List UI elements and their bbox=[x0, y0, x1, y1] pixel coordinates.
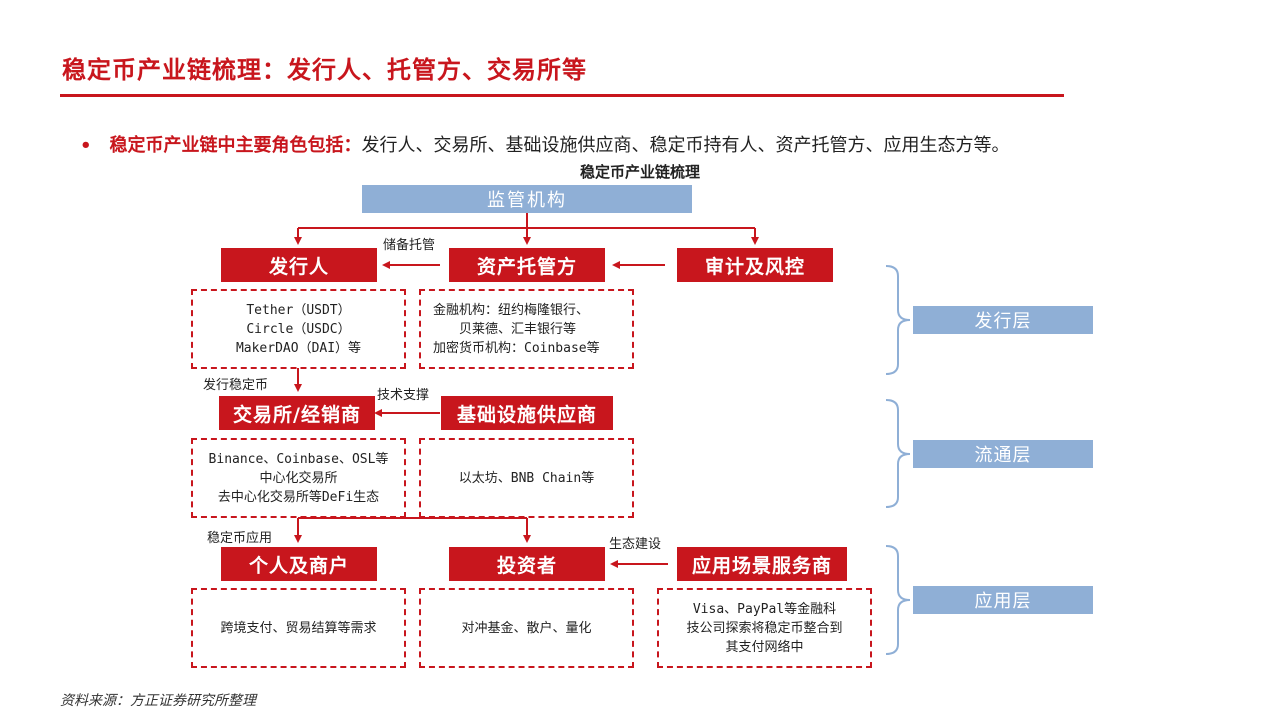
diagram-title: 稳定币产业链梳理 bbox=[579, 163, 700, 181]
detail-line: 对冲基金、散户、量化 bbox=[461, 620, 592, 636]
detail-line: 技公司探索将稳定币整合到 bbox=[686, 620, 843, 636]
detail-line: Visa、PayPal等金融科 bbox=[692, 601, 837, 617]
layer-application: 应用层 bbox=[913, 586, 1093, 614]
detail-line: MakerDAO（DAI）等 bbox=[235, 340, 362, 356]
investor-detail-box: 对冲基金、散户、量化 bbox=[419, 588, 634, 668]
page-title: 稳定币产业链梳理：发行人、托管方、交易所等 bbox=[62, 55, 587, 84]
detail-line: 加密货币机构：Coinbase等 bbox=[433, 340, 600, 356]
bracket-issuance-layer bbox=[885, 265, 911, 375]
issuer-detail-box: Tether（USDT） Circle（USDC） MakerDAO（DAI）等 bbox=[191, 289, 406, 369]
detail-line: 去中心化交易所等DeFi生态 bbox=[217, 489, 380, 505]
detail-line: 其支付网络中 bbox=[725, 639, 804, 655]
audit-node: 审计及风控 bbox=[677, 248, 833, 282]
detail-line: 中心化交易所 bbox=[259, 470, 338, 486]
app-service-detail-box: Visa、PayPal等金融科 技公司探索将稳定币整合到 其支付网络中 bbox=[657, 588, 872, 668]
label-reserve-custody: 储备托管 bbox=[383, 238, 436, 253]
app-service-node: 应用场景服务商 bbox=[677, 547, 847, 581]
summary-bullet: • 稳定币产业链中主要角色包括：发行人、交易所、基础设施供应商、稳定币持有人、资产… bbox=[80, 131, 1010, 157]
regulator-box: 监管机构 bbox=[362, 185, 692, 213]
bullet-lead: 稳定币产业链中主要角色包括： bbox=[109, 135, 362, 156]
label-stablecoin-use: 稳定币应用 bbox=[207, 531, 273, 546]
custodian-node: 资产托管方 bbox=[449, 248, 605, 282]
detail-line: 贝莱德、汇丰银行等 bbox=[459, 321, 577, 337]
detail-line: Tether（USDT） bbox=[246, 302, 351, 318]
detail-line: 跨境支付、贸易结算等需求 bbox=[220, 620, 377, 636]
detail-line: Circle（USDC） bbox=[246, 321, 351, 337]
label-issue-stablecoin: 发行稳定币 bbox=[203, 378, 269, 393]
infra-node: 基础设施供应商 bbox=[441, 396, 613, 430]
bullet-text: 发行人、交易所、基础设施供应商、稳定币持有人、资产托管方、应用生态方等。 bbox=[361, 135, 1010, 156]
bracket-application-layer bbox=[885, 545, 911, 655]
detail-line: 以太坊、BNB Chain等 bbox=[458, 470, 595, 486]
layer-issuance: 发行层 bbox=[913, 306, 1093, 334]
detail-line: Binance、Coinbase、OSL等 bbox=[208, 451, 389, 467]
individual-detail-box: 跨境支付、贸易结算等需求 bbox=[191, 588, 406, 668]
bullet-dot: • bbox=[80, 135, 92, 156]
bracket-circulation-layer bbox=[885, 399, 911, 508]
detail-line: 金融机构：纽约梅隆银行、 bbox=[433, 302, 590, 318]
exchange-detail-box: Binance、Coinbase、OSL等 中心化交易所 去中心化交易所等DeF… bbox=[191, 438, 406, 518]
label-tech-support: 技术支撑 bbox=[377, 388, 430, 403]
investor-node: 投资者 bbox=[449, 547, 605, 581]
infra-detail-box: 以太坊、BNB Chain等 bbox=[419, 438, 634, 518]
layer-circulation: 流通层 bbox=[913, 440, 1093, 468]
individual-node: 个人及商户 bbox=[221, 547, 377, 581]
custodian-detail-box: 金融机构：纽约梅隆银行、 贝莱德、汇丰银行等 加密货币机构：Coinbase等 bbox=[419, 289, 634, 369]
issuer-node: 发行人 bbox=[221, 248, 377, 282]
source-note: 资料来源：方正证券研究所整理 bbox=[60, 693, 256, 709]
label-ecosystem-building: 生态建设 bbox=[609, 537, 662, 552]
exchange-node: 交易所/经销商 bbox=[219, 396, 375, 430]
title-divider bbox=[60, 94, 1064, 97]
